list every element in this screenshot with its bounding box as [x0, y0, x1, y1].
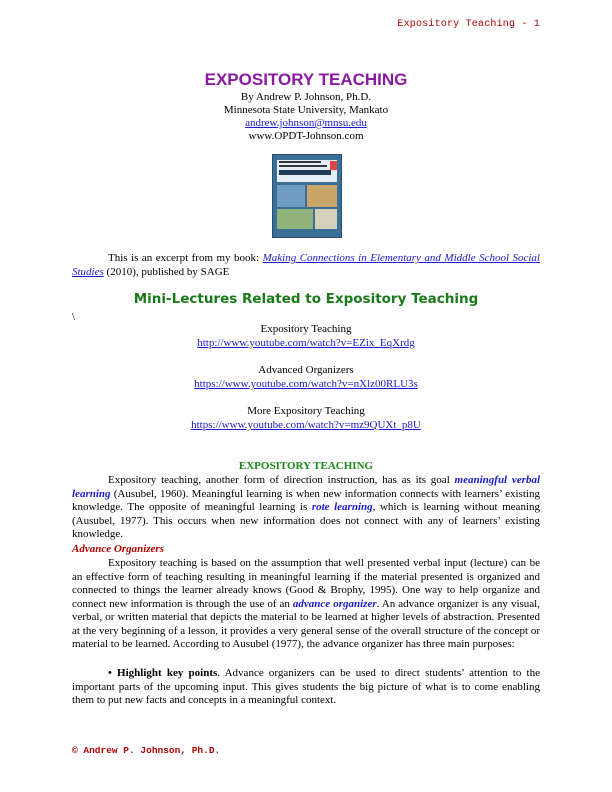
excerpt-lead: This is an excerpt from my book: [108, 252, 263, 264]
body-text: . Advance organizers can be used to dire… [72, 667, 540, 706]
excerpt-publisher: , published by SAGE [135, 265, 230, 278]
lecture-link-row: https://www.youtube.com/watch?v=mz9QUXt_… [0, 419, 612, 433]
section-heading: EXPOSITORY TEACHING [238, 460, 374, 472]
running-head: Expository Teaching - 1 [397, 19, 540, 30]
bullet-label: • Highlight key points [108, 667, 218, 679]
book-cover-icon [272, 154, 342, 238]
bullet-paragraph: • Highlight key points. Advance organize… [72, 667, 540, 708]
body-text: Expository teaching, another form of dir… [108, 474, 455, 486]
mini-lectures-heading: Mini-Lectures Related to Expository Teac… [133, 291, 479, 307]
lecture-link[interactable]: https://www.youtube.com/watch?v=nXlz00RL… [194, 378, 418, 390]
subheading-text: Advance Organizers [72, 543, 164, 555]
lecture-link[interactable]: https://www.youtube.com/watch?v=mz9QUXt_… [191, 419, 421, 431]
lecture-link-row: https://www.youtube.com/watch?v=nXlz00RL… [0, 378, 612, 392]
email-link-row: andrew.johnson@mnsu.edu [0, 117, 612, 131]
body-text: , which is learning without meaning (Aus… [72, 501, 540, 540]
body-text: Expository teaching is based on the assu… [72, 557, 540, 610]
lecture-label: Expository Teaching [260, 323, 352, 335]
affiliation-line: Minnesota State University, Mankato [223, 104, 389, 116]
key-term: rote learning [311, 501, 373, 513]
stray-backslash: \ [72, 311, 76, 323]
intro-paragraph: Expository teaching, another form of dir… [72, 474, 540, 542]
excerpt-year: (2010) [103, 265, 136, 278]
footer-copyright: © Andrew P. Johnson, Ph.D. [72, 745, 221, 756]
key-term: advance organizer [292, 597, 377, 610]
key-term: meaningful verbal learning [72, 474, 541, 500]
lecture-label: Advanced Organizers [258, 364, 354, 376]
author-line: By Andrew P. Johnson, Ph.D. [240, 91, 372, 103]
website-line: www.OPDT-Johnson.com [248, 130, 364, 142]
lecture-label: More Expository Teaching [247, 405, 365, 417]
lecture-link[interactable]: http://www.youtube.com/watch?v=EZix_EqXr… [197, 337, 415, 349]
lecture-link-row: http://www.youtube.com/watch?v=EZix_EqXr… [0, 337, 612, 351]
excerpt-paragraph: This is an excerpt from my book: Making … [72, 252, 540, 279]
book-title-link[interactable]: Making Connections in Elementary and Mid… [72, 252, 540, 278]
organizer-paragraph: Expository teaching is based on the assu… [72, 557, 540, 652]
page-title: EXPOSITORY TEACHING [204, 70, 408, 89]
email-link[interactable]: andrew.johnson@mnsu.edu [245, 117, 367, 129]
subheading: Advance Organizers [72, 543, 540, 557]
body-text: . An advance organizer is any visual, ve… [72, 597, 540, 651]
body-text: (Ausubel, 1960). Meaningful learning is … [72, 487, 540, 514]
